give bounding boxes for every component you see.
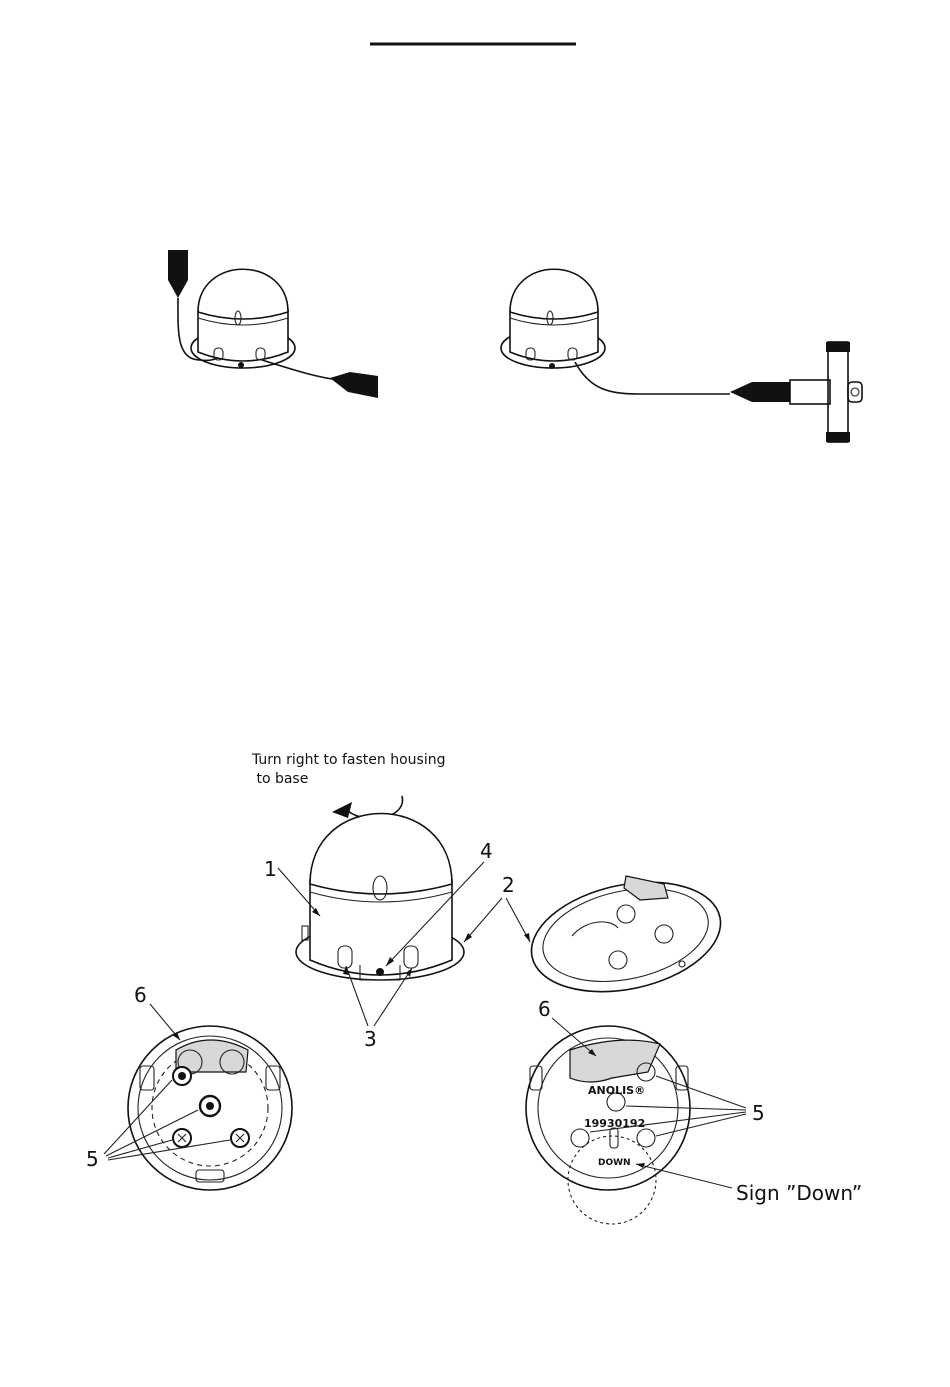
t-connector-body [828,342,848,442]
screw-icon [231,1129,249,1147]
lock-screw [376,968,384,976]
underside-left [128,1026,292,1190]
down-marking: DOWN [598,1158,631,1168]
sign-down-label: Sign ”Down” [736,1181,862,1205]
screw-icon [200,1096,220,1116]
screw-icon [173,1129,191,1147]
callout-5-left: 5 [86,1147,99,1171]
brand-marking: ANOLIS® [588,1084,645,1097]
housing-assembly [296,814,464,981]
fixture-t-connector [501,269,862,442]
callout-6-right: 6 [538,997,551,1021]
callout-5-right: 5 [752,1101,765,1125]
part-number-marking: 19930192 [584,1117,645,1130]
instruction-line-1: Turn right to fasten housing [251,752,445,768]
t-connector-plug [730,382,790,402]
callout-1: 1 [264,857,277,881]
fixture-two-cables [168,250,378,398]
cable-plug-right [330,372,378,398]
instruction-line-2: to base [252,771,308,787]
base-plate-perspective [521,866,730,1008]
screw-icon [173,1067,191,1085]
cable-plug-top [168,250,188,298]
callout-2: 2 [502,873,515,897]
callout-4: 4 [480,839,493,863]
callout-3: 3 [364,1027,377,1051]
callout-6-left: 6 [134,983,147,1007]
